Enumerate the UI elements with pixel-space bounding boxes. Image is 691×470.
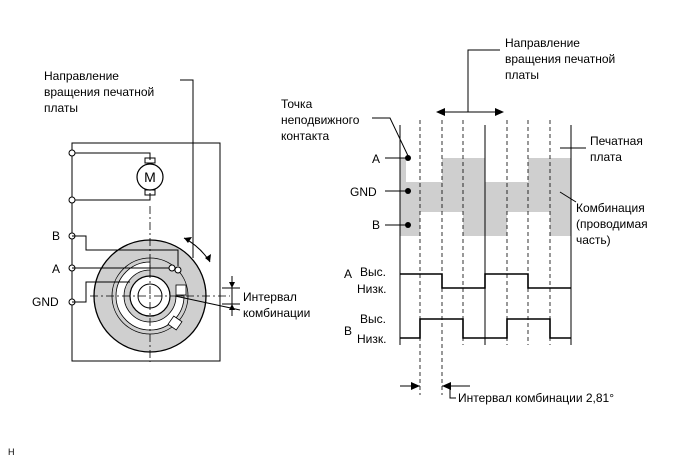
left-rotation-label-line3: платы xyxy=(44,101,78,115)
row-b-label: B xyxy=(372,218,380,232)
rotation-arrow-head-2 xyxy=(205,254,211,262)
contact-point-a xyxy=(168,264,176,272)
rotation-arrow-head-1 xyxy=(184,237,192,243)
interval-caption: Интервал комбинации 2,81° xyxy=(458,391,614,405)
signal-a-waveform xyxy=(400,273,571,289)
signal-b-low-label: Низк. xyxy=(357,332,386,346)
switch-assembly: Направление вращения печатной платы M B … xyxy=(32,69,310,362)
combination-pattern xyxy=(115,261,185,331)
motor-brush-top xyxy=(144,157,156,164)
interval-arrow-top xyxy=(229,282,235,288)
pin-a-label: A xyxy=(52,262,60,276)
rotation-arrow-left xyxy=(436,108,445,116)
combination-tab-1 xyxy=(175,284,187,296)
motor-wire-bottom xyxy=(72,193,151,201)
combination-leader xyxy=(559,191,577,203)
wire-b xyxy=(72,235,179,266)
timing-diagram: Направление вращения печатной платы Точк… xyxy=(281,36,648,405)
right-rotation-label-line2: вращения печатной xyxy=(505,52,615,66)
pin-b-label: B xyxy=(52,229,60,243)
board-label-line2: плата xyxy=(590,150,622,164)
row-gnd-label: GND xyxy=(350,185,377,199)
right-rotation-label-line3: платы xyxy=(505,68,539,82)
combo-b-3 xyxy=(550,212,571,236)
right-rotation-label-line1: Направление xyxy=(505,36,580,50)
contact-point-gnd-dot xyxy=(405,188,411,194)
combo-a-2 xyxy=(528,158,571,182)
left-interval-label-line2: комбинации xyxy=(243,306,310,320)
interval-leader xyxy=(174,295,241,311)
footer-code: H xyxy=(8,447,15,457)
left-rotation-leader xyxy=(180,79,194,258)
contact-label-line2: неподвижного xyxy=(281,113,360,127)
combo-a-stub xyxy=(400,158,406,182)
signal-b-high-label: Выс. xyxy=(360,312,386,326)
interval-arrow-left xyxy=(411,382,420,390)
left-rotation-label-line2: вращения печатной xyxy=(44,85,154,99)
contact-point-a-dot xyxy=(405,155,411,161)
combination-label-line2: (проводимая xyxy=(576,217,648,231)
wire-gnd xyxy=(72,281,130,303)
pin-gnd-label: GND xyxy=(32,295,59,309)
signal-a-low-label: Низк. xyxy=(357,282,386,296)
contact-leader xyxy=(372,117,411,161)
rotation-arrow-right xyxy=(495,108,504,116)
contact-label-line1: Точка xyxy=(281,97,313,111)
right-rotation-leader xyxy=(467,49,500,112)
left-rotation-label-line1: Направление xyxy=(44,69,119,83)
combination-tab-2 xyxy=(167,315,183,331)
signal-a-label: A xyxy=(344,267,352,281)
signal-b-label: B xyxy=(344,324,352,338)
combo-a-1 xyxy=(442,158,485,182)
signal-b-waveform xyxy=(400,318,571,339)
combination-label-line1: Комбинация xyxy=(576,201,645,215)
contact-point-b-dot xyxy=(405,222,411,228)
signal-a-high-label: Выс. xyxy=(360,265,386,279)
motor-terminal-top xyxy=(68,149,76,157)
interval-caption-leader xyxy=(449,386,456,399)
interval-arrow-right xyxy=(442,382,451,390)
motor-brush-bottom xyxy=(144,189,156,196)
left-interval-label-line1: Интервал xyxy=(243,290,297,304)
motor-terminal-bottom xyxy=(68,196,76,204)
contact-label-line3: контакта xyxy=(281,129,329,143)
motor-letter: M xyxy=(144,169,156,185)
board-label-line1: Печатная xyxy=(590,134,643,148)
motor-wire-top xyxy=(72,152,151,160)
contact-point-b xyxy=(174,266,182,274)
switch-housing xyxy=(71,142,221,362)
combination-label-line3: часть) xyxy=(576,233,611,247)
row-a-label: A xyxy=(372,152,380,166)
